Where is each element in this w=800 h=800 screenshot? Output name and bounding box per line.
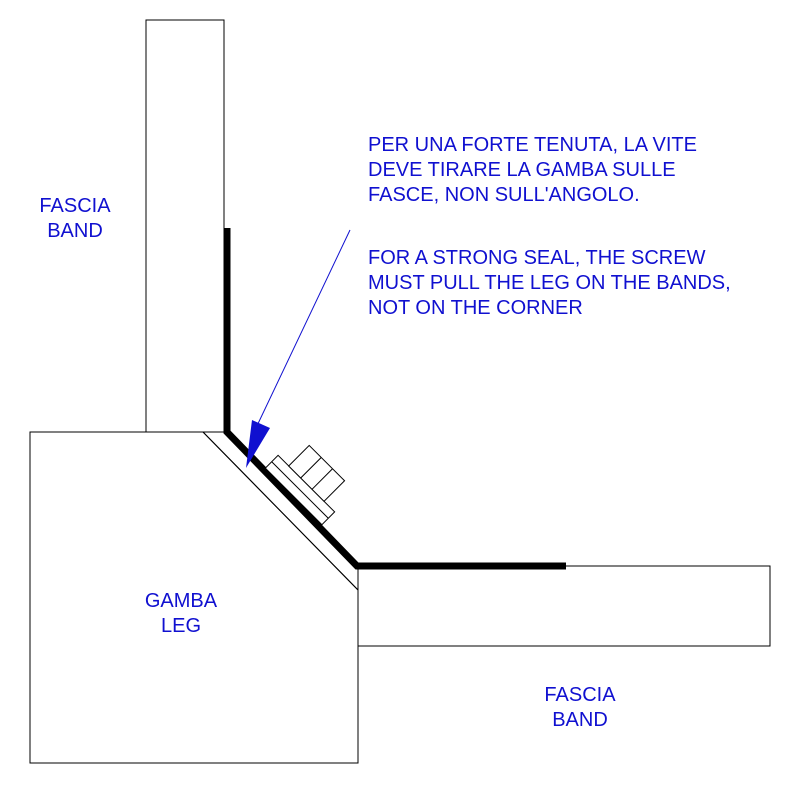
top-band-label-it: FASCIA (39, 195, 111, 217)
leg-label-it: GAMBA (144, 590, 218, 612)
leg-label: GAMBA LEG (126, 589, 236, 639)
top-band-label-en: BAND (47, 220, 103, 242)
note-italian-line: PER UNA FORTE TENUTA, LA VITE (368, 134, 697, 156)
screw (264, 444, 346, 526)
top-band-label: FASCIA BAND (20, 194, 130, 244)
top-band-shape (145, 19, 225, 433)
screw-head (287, 444, 346, 503)
leg-label-en: LEG (160, 615, 202, 637)
note-english-line: FOR A STRONG SEAL, THE SCREW (368, 247, 706, 269)
corner-bracket (223, 228, 566, 570)
note-italian-line: DEVE TIRARE LA GAMBA SULLE (368, 159, 676, 181)
screw-head-line (311, 468, 333, 490)
leg-shape (29, 431, 359, 764)
note-italian-line: FASCE, NON SULL'ANGOLO. (368, 184, 640, 206)
corner-chamfer-line (202, 431, 359, 591)
leader-arrowhead (246, 420, 270, 468)
screw-washer-line (271, 461, 329, 519)
screw-head-line (300, 457, 322, 479)
note-english: FOR A STRONG SEAL, THE SCREW MUST PULL T… (368, 246, 731, 321)
leader-line (254, 229, 351, 431)
note-italian: PER UNA FORTE TENUTA, LA VITE DEVE TIRAR… (368, 133, 697, 208)
right-band-label-en: BAND (552, 709, 608, 731)
right-band-label: FASCIA BAND (525, 683, 635, 733)
note-english-line: MUST PULL THE LEG ON THE BANDS, (368, 272, 731, 294)
note-english-line: NOT ON THE CORNER (368, 297, 583, 319)
right-band-label-it: FASCIA (544, 684, 616, 706)
right-band-shape (357, 565, 771, 647)
